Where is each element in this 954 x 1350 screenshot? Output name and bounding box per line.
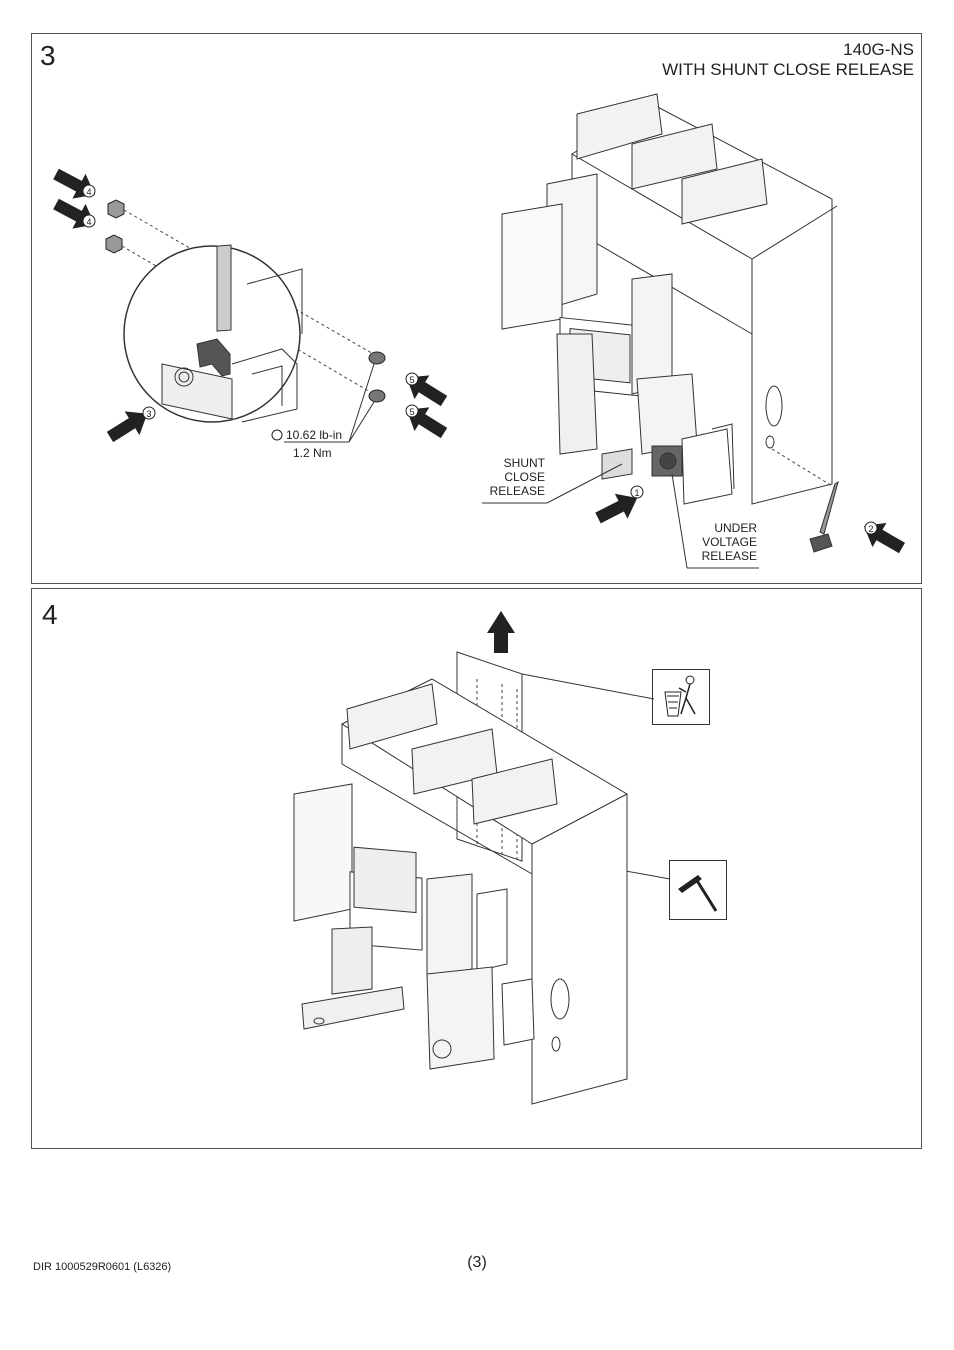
under-voltage-release-label: UNDER VOLTAGE RELEASE xyxy=(701,521,757,563)
document-reference: DIR 1000529R0601 (L6326) xyxy=(33,1261,172,1273)
step-4-panel: 4 xyxy=(31,588,922,1149)
step-3-panel: 3 140G-NS WITH SHUNT CLOSE RELEASE 4 4 xyxy=(31,33,922,584)
nut-icon xyxy=(107,199,125,219)
page-title: 140G-NS WITH SHUNT CLOSE RELEASE xyxy=(662,40,914,80)
torque-inlb: 10.62 lb-in xyxy=(286,428,343,442)
circuit-breaker-drawing xyxy=(293,678,628,1105)
arrow-4a-icon xyxy=(49,161,102,208)
circuit-breaker-drawing xyxy=(501,93,838,505)
callout-1: 1 xyxy=(634,488,639,498)
callout-3: 3 xyxy=(146,409,151,419)
arrow-up-icon xyxy=(487,611,515,653)
callout-2: 2 xyxy=(868,524,873,534)
callout-4a: 4 xyxy=(86,187,91,197)
trash-bin-icon xyxy=(652,669,710,725)
arrow-4b-icon xyxy=(49,191,102,238)
callout-5a: 5 xyxy=(409,375,414,385)
shunt-close-release-label: SHUNT CLOSE RELEASE xyxy=(489,456,545,498)
model-label: 140G-NS xyxy=(843,40,914,59)
callout-4b: 4 xyxy=(86,217,91,227)
step-3-illustration: 4 4 5 5 xyxy=(49,93,909,569)
step-number: 3 xyxy=(40,40,56,71)
step-number: 4 xyxy=(42,599,58,630)
page-number: (3) xyxy=(467,1254,487,1271)
nut-icon xyxy=(105,234,123,254)
step-4-illustration xyxy=(293,611,671,1105)
lever-part xyxy=(809,480,839,553)
variant-label: WITH SHUNT CLOSE RELEASE xyxy=(662,60,914,79)
callout-5b: 5 xyxy=(409,407,414,417)
torque-nm: 1.2 Nm xyxy=(293,446,332,460)
hammer-icon xyxy=(669,860,727,920)
